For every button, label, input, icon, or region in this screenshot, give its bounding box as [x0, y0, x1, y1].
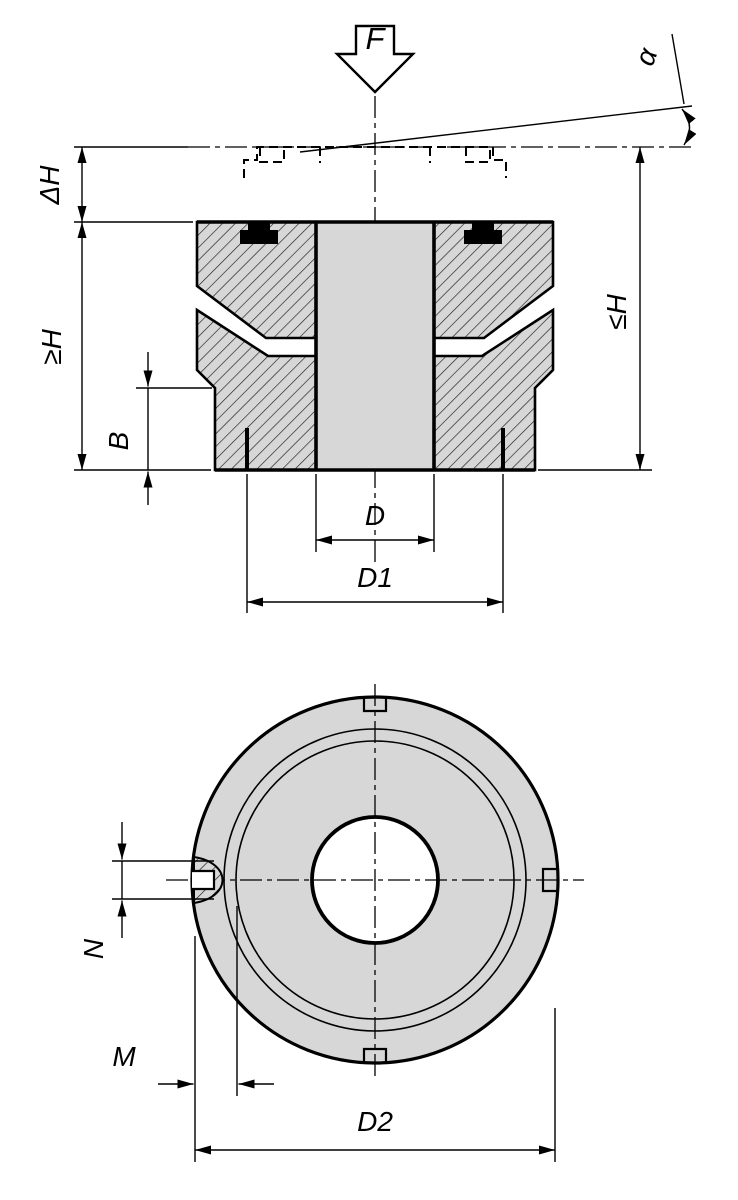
- d2-label: D2: [357, 1106, 393, 1137]
- angle-arc: [681, 108, 697, 146]
- dimension-delta-h: ΔH: [34, 146, 193, 223]
- bore-area: [316, 222, 434, 470]
- m-label: M: [112, 1041, 136, 1072]
- part-section: [195, 220, 555, 472]
- dimension-n: N: [78, 822, 214, 959]
- plan-view: N M D2: [78, 684, 584, 1162]
- spanner-notch-right: [541, 867, 557, 893]
- dimension-b: B: [103, 352, 212, 505]
- spanner-slot-right-section: [464, 222, 502, 244]
- n-label: N: [78, 938, 109, 959]
- d-label: D: [365, 500, 385, 531]
- dimension-d2: D2: [195, 1008, 556, 1162]
- angle-leader-line: [671, 33, 685, 105]
- max-height-label: ≤H: [601, 293, 632, 329]
- min-height-label: ≥H: [36, 328, 67, 364]
- slot-opening: [192, 869, 216, 891]
- phantom-slot-left: [259, 147, 285, 163]
- dimension-min-height: ≥H: [36, 222, 211, 471]
- force-arrow-outline: [334, 24, 416, 94]
- spanner-notch-top: [362, 696, 388, 713]
- spanner-slot-left-section: [240, 222, 278, 244]
- section-view: F α: [34, 21, 697, 613]
- angle-construction: α: [188, 33, 697, 153]
- dimension-d1: D1: [246, 474, 504, 613]
- spanner-notch-bottom: [362, 1047, 388, 1064]
- angle-label: α: [629, 43, 664, 70]
- force-label: F: [366, 21, 387, 56]
- tilted-surface-line: [299, 105, 693, 153]
- phantom-outline: [243, 146, 507, 178]
- dimension-d: D: [315, 474, 435, 552]
- phantom-slot-right: [465, 147, 491, 163]
- force-arrow-icon: F: [334, 21, 416, 94]
- delta-h-label: ΔH: [34, 165, 65, 206]
- dimension-m: M: [112, 906, 274, 1162]
- dimension-max-height: ≤H: [538, 147, 652, 471]
- d1-label: D1: [357, 562, 393, 593]
- b-label: B: [103, 432, 134, 451]
- phantom-raised-position: [243, 146, 507, 178]
